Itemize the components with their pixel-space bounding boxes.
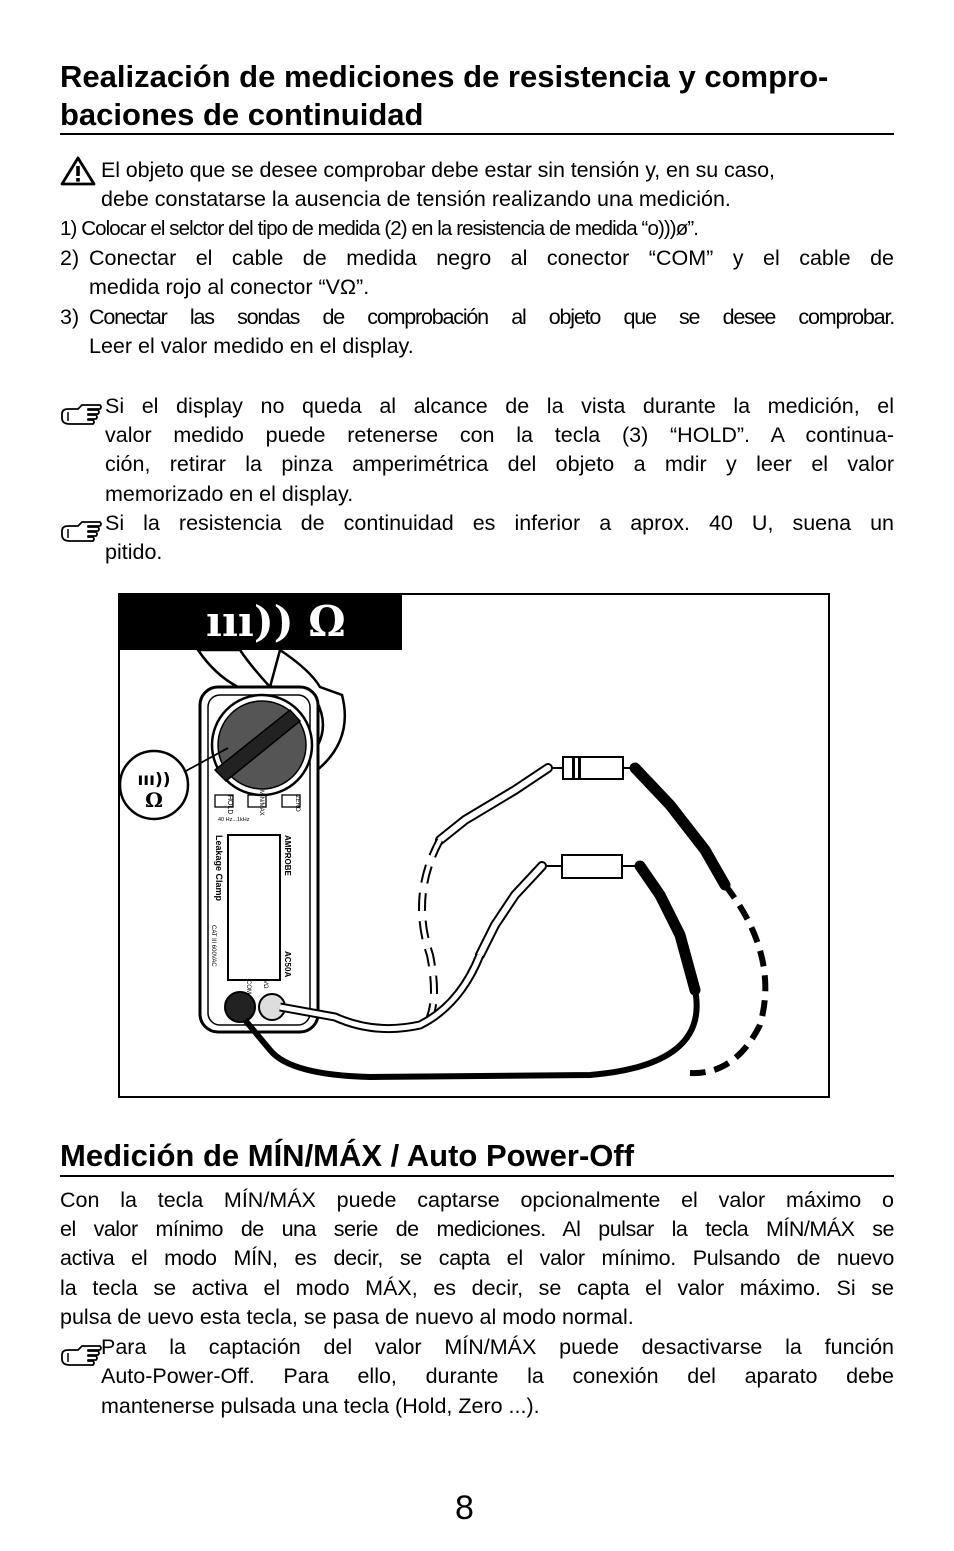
callout-ohm-symbol: Ω bbox=[145, 788, 163, 812]
cat-label: CAT III 600VAC bbox=[210, 925, 216, 967]
section-title-minmax: Medición de MÍN/MÁX / Auto Power-Off bbox=[60, 1138, 635, 1173]
note-2-line2: pitido. bbox=[105, 540, 163, 564]
clamp-jaw-right bbox=[268, 647, 346, 779]
red-cable bbox=[279, 954, 483, 1032]
com-jack bbox=[224, 991, 256, 1023]
minmax-para-line5: pulsa de uevo esta tecla, se pasa de nue… bbox=[60, 1305, 634, 1329]
continuity-ohm-symbol: ııı)) Ω bbox=[206, 597, 346, 646]
step-2-line1: Conectar el cable de medida negro al con… bbox=[89, 246, 894, 270]
v-ohm-jack-label: VΩ bbox=[262, 980, 268, 989]
clamp-jaw-left bbox=[195, 648, 273, 689]
minmax-para-line4: la tecla se activa el modo MÁX, es decir… bbox=[60, 1276, 894, 1300]
black-cable bbox=[242, 989, 700, 1081]
hold-key-label: HOLD bbox=[226, 795, 233, 814]
red-probe-bottom bbox=[477, 863, 545, 958]
black-probe-bottom bbox=[634, 860, 701, 996]
com-jack-label: COM bbox=[245, 980, 251, 994]
warning-text-line1: El objeto que se desee comprobar debe es… bbox=[101, 158, 775, 182]
warning-icon bbox=[60, 156, 96, 186]
black-cable-alt bbox=[689, 883, 769, 1077]
title-rule bbox=[60, 1175, 894, 1177]
minmax-note-line3: mantenerse pulsada una tecla (Hold, Zero… bbox=[101, 1394, 540, 1418]
note-2-line1: Si la resistencia de continuidad es infe… bbox=[105, 511, 894, 535]
black-probe-top bbox=[629, 762, 731, 891]
red-probe-top bbox=[437, 765, 551, 843]
brand-label: AMPROBE bbox=[283, 835, 292, 877]
step-1: 1) Colocar el selctor del tipo de medida… bbox=[60, 217, 699, 240]
function-tab: ııı)) Ω bbox=[120, 595, 402, 650]
step-3-line1: Conectar las sondas de comprobación al o… bbox=[89, 305, 895, 329]
dial-pointer bbox=[213, 708, 302, 783]
note-1-line1: Si el display no queda al alcance de la … bbox=[105, 394, 894, 418]
frequency-label: 40 Hz...1kHz bbox=[218, 817, 250, 823]
minmax-key-label: MIN/MAX bbox=[258, 790, 264, 816]
lcd-display bbox=[227, 834, 281, 981]
minmax-para-line3: activa el modo MÍN, es decir, se capta e… bbox=[60, 1246, 894, 1270]
step-3-number: 3) bbox=[60, 305, 80, 329]
minmax-para-line2: el valor mínimo de una serie de medicion… bbox=[60, 1217, 895, 1241]
callout-circle bbox=[120, 749, 190, 821]
model-label: AC50A bbox=[283, 951, 292, 977]
pointing-hand-icon bbox=[61, 404, 102, 425]
zero-key bbox=[281, 794, 301, 808]
clamp-meter-drawing: HOLD MIN/MAX ZERO 40 Hz...1kHz Leakage C… bbox=[120, 647, 769, 1081]
page-number: 8 bbox=[455, 1489, 474, 1527]
minmax-note-line1: Para la captación del valor MÍN/MÁX pued… bbox=[101, 1335, 894, 1359]
pointing-hand-icon bbox=[61, 521, 102, 542]
step-2-number: 2) bbox=[60, 246, 80, 270]
section-title-resistance-line1: Realización de mediciones de resistencia… bbox=[60, 59, 829, 94]
minmax-key bbox=[247, 794, 267, 808]
note-1-line2: valor medido puede retenerse con la tecl… bbox=[105, 423, 894, 447]
zero-key-label: ZERO bbox=[294, 795, 300, 812]
section-title-resistance-line2: baciones de continuidad bbox=[60, 97, 424, 132]
step-3-line2: Leer el valor medido en el display. bbox=[89, 334, 414, 358]
red-cable-alt bbox=[420, 839, 442, 1029]
minmax-para-line1: Con la tecla MÍN/MÁX puede captarse opci… bbox=[60, 1188, 894, 1212]
minmax-note-line2: Auto-Power-Off. Para ello, durante la co… bbox=[101, 1364, 894, 1388]
pointing-hand-icon bbox=[61, 1345, 102, 1366]
hold-key bbox=[214, 794, 234, 808]
device-name-label: Leakage Clamp bbox=[214, 835, 224, 902]
note-1-line3: ción, retirar la pinza amperimétrica del… bbox=[105, 452, 894, 476]
continuity-test-illustration: ııı)) Ω HOLD MIN/MAX ZERO 40 Hz...1kHz L… bbox=[118, 593, 830, 1098]
resistor-bottom bbox=[561, 854, 623, 879]
title-rule bbox=[60, 133, 894, 135]
warning-text-line2: debe constatarse la ausencia de tensión … bbox=[101, 187, 731, 211]
note-1-line4: memorizado en el display. bbox=[105, 482, 354, 506]
callout-continuity-symbol: ııı)) bbox=[137, 770, 170, 790]
step-2-line2: medida rojo al conector “VΩ”. bbox=[89, 275, 370, 299]
